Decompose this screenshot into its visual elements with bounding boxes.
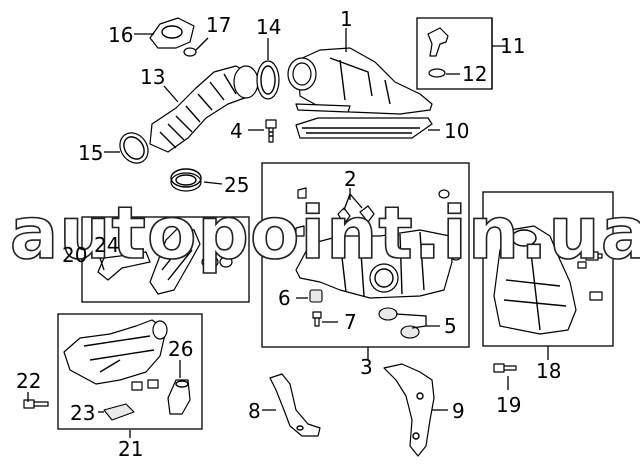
elbow-26: [167, 379, 191, 415]
callout-4: 4: [230, 119, 243, 143]
leader-lines: [27, 18, 549, 438]
callout-26: 26: [168, 337, 193, 361]
callout-18: 18: [536, 359, 561, 383]
gasket-23: [103, 403, 135, 421]
group-box-20: [81, 216, 250, 303]
callout-13: 13: [140, 65, 165, 89]
watermark: autopoint.in.ua: [10, 191, 640, 275]
mass-airflow-sensor: [427, 27, 449, 78]
callout-23: 23: [70, 401, 95, 425]
clamp-17: [183, 47, 197, 57]
callout-5: 5: [444, 314, 457, 338]
bolt-21a: [131, 379, 159, 391]
callout-10: 10: [444, 119, 469, 143]
callout-12: 12: [462, 62, 487, 86]
callout-19: 19: [496, 393, 521, 417]
callout-11: 11: [500, 34, 525, 58]
air-cleaner-housing: [295, 187, 462, 299]
mount-5: [378, 307, 420, 339]
callout-25: 25: [224, 173, 249, 197]
intake-duct-21: [63, 319, 168, 385]
callout-20: 20: [62, 243, 87, 267]
callout-2: 2: [344, 167, 357, 191]
group-box-3: [261, 162, 470, 348]
bolt-4: [265, 119, 277, 143]
grommet-6: [309, 289, 323, 303]
resonator-18: [493, 225, 603, 335]
callout-3: 3: [360, 355, 373, 379]
callout-15: 15: [78, 141, 103, 165]
callout-9: 9: [452, 399, 465, 423]
clip-2: [337, 205, 375, 225]
callout-14: 14: [256, 15, 281, 39]
callout-22: 22: [16, 369, 41, 393]
seal-ring-25: [170, 168, 202, 192]
callout-16: 16: [108, 23, 133, 47]
group-box-21: [57, 313, 203, 430]
callout-1: 1: [340, 7, 353, 31]
bolt-7: [312, 311, 322, 327]
callout-8: 8: [248, 399, 261, 423]
bracket-20: [97, 251, 151, 281]
bracket-9: [383, 363, 435, 457]
callout-7: 7: [344, 310, 357, 334]
callout-6: 6: [278, 286, 291, 310]
duct-24: [149, 225, 233, 295]
air-filter-element: [295, 117, 433, 139]
callout-21: 21: [118, 437, 143, 461]
air-cleaner-cover: [287, 47, 433, 115]
bolt-19: [493, 363, 517, 373]
callout-17: 17: [206, 13, 231, 37]
intake-hose: [149, 65, 259, 153]
bolt-22: [23, 399, 49, 409]
seal-ring-14: [256, 60, 280, 100]
callout-24: 24: [94, 233, 119, 257]
resonator-cap: [149, 17, 195, 49]
bracket-8: [269, 373, 321, 437]
seal-ring-15: [119, 132, 149, 164]
